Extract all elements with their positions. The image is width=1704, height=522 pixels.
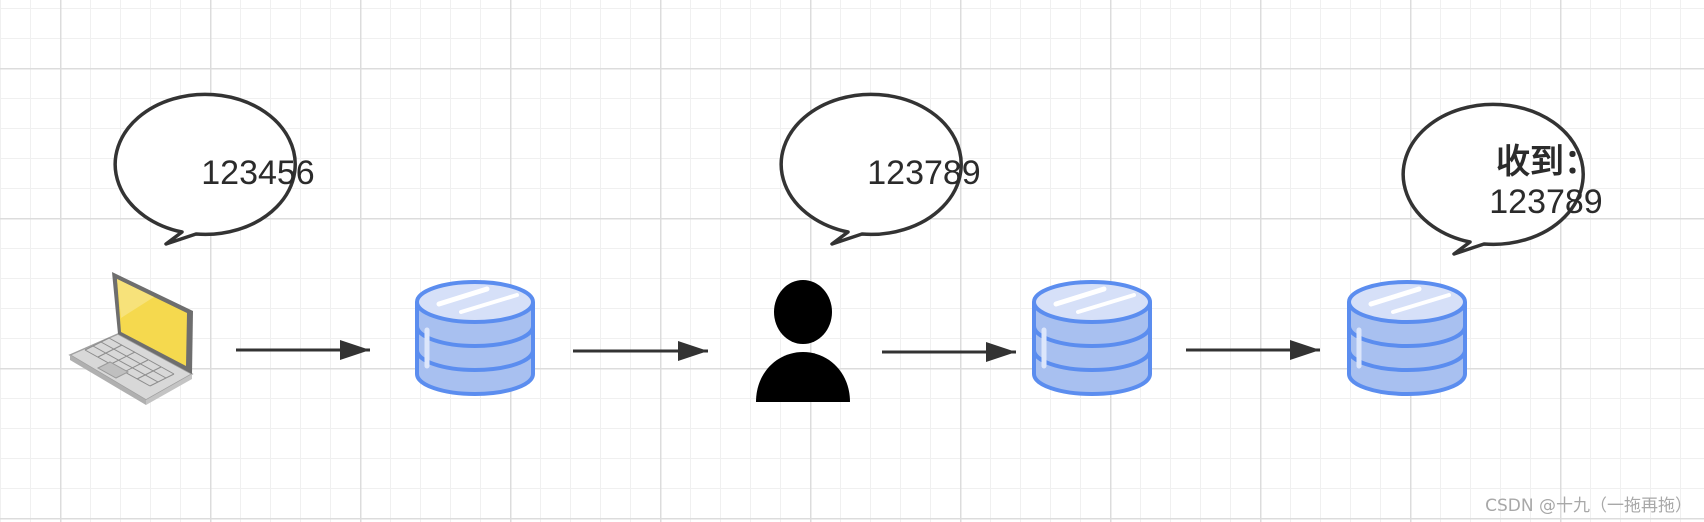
watermark: CSDN @十九（一拖再拖） — [1485, 496, 1692, 516]
bubble-3-line-1: 收到： — [1496, 143, 1598, 181]
bubble-1-line-1: 123456 — [201, 154, 315, 192]
speech-bubble-1 — [113, 92, 297, 246]
bubble-3-text: 收到： 123789 — [1466, 142, 1626, 222]
bubble-2-line-1: 123789 — [867, 154, 981, 192]
person-icon — [756, 280, 850, 402]
database-icon-2 — [1032, 280, 1152, 396]
bubble-3-line-2: 123789 — [1489, 183, 1603, 221]
bubble-1-text: 123456 — [178, 153, 338, 193]
bubble-2-text: 123789 — [844, 153, 1004, 193]
speech-bubble-3 — [1401, 102, 1585, 256]
laptop-icon — [68, 272, 194, 405]
database-icon-3 — [1347, 280, 1467, 396]
database-icon-1 — [415, 280, 535, 396]
speech-bubble-2 — [779, 92, 963, 246]
